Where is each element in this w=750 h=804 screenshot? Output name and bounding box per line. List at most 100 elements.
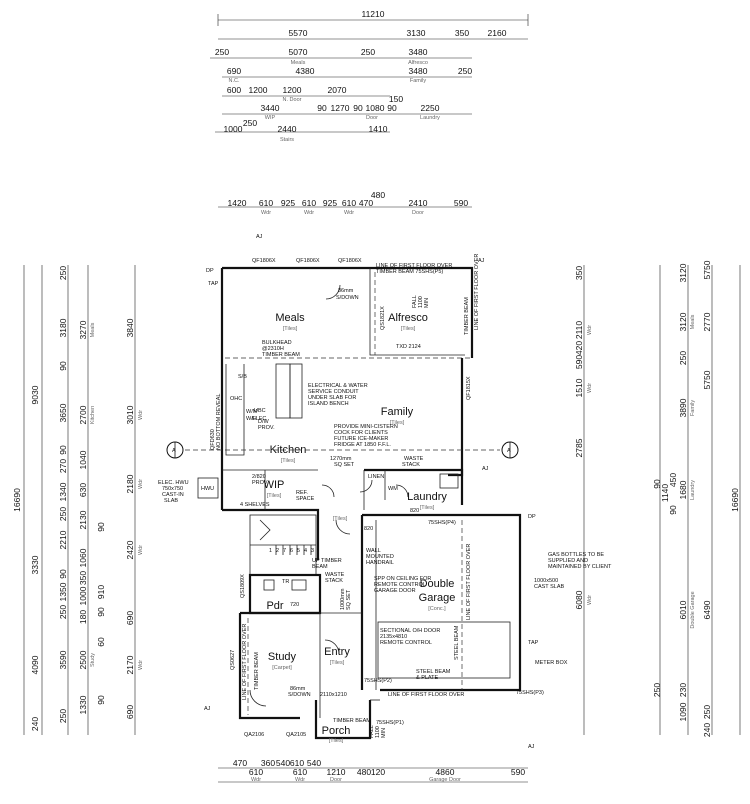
dim-top-r1-3: 2160 [488, 28, 507, 38]
svg-text:QA2105: QA2105 [286, 732, 306, 738]
svg-text:QS1809X: QS1809X [240, 574, 246, 598]
svg-text:910: 910 [96, 585, 106, 599]
left-dimensions: 16690 9030 250 3180 90 3650 90 270 1340 … [12, 265, 144, 735]
svg-text:350: 350 [78, 571, 88, 585]
room-porch: Porch [322, 725, 351, 737]
svg-text:6490: 6490 [702, 600, 712, 619]
svg-text:Wdr: Wdr [261, 210, 271, 216]
svg-text:1270mm: 1270mm [330, 456, 352, 462]
svg-text:2110: 2110 [574, 321, 584, 340]
svg-text:AJ: AJ [482, 466, 489, 472]
svg-text:690: 690 [125, 611, 135, 625]
svg-text:TXD 2124: TXD 2124 [396, 344, 421, 350]
svg-text:SUPPLIED AND: SUPPLIED AND [548, 558, 588, 564]
svg-text:Laundry: Laundry [420, 115, 440, 121]
svg-text:1000: 1000 [224, 124, 243, 134]
svg-text:90: 90 [96, 522, 106, 532]
svg-text:Wdr: Wdr [304, 210, 314, 216]
svg-text:90: 90 [96, 695, 106, 705]
room-study: Study [268, 651, 297, 663]
svg-text:STEEL BEAM: STEEL BEAM [454, 625, 460, 660]
svg-text:REMOTE CONTROL: REMOTE CONTROL [380, 640, 432, 646]
svg-text:ELEC. HWU: ELEC. HWU [158, 480, 189, 486]
svg-text:3: 3 [311, 548, 314, 554]
svg-text:WIP: WIP [265, 115, 276, 121]
svg-text:FALL: FALL [369, 725, 375, 738]
walls [197, 266, 522, 740]
svg-text:1100: 1100 [375, 726, 381, 738]
svg-text:120: 120 [371, 767, 385, 777]
svg-text:QA2106: QA2106 [244, 732, 264, 738]
svg-text:16690: 16690 [730, 488, 740, 512]
svg-text:470: 470 [359, 198, 373, 208]
room-labels: Meals [Tiles] Alfresco [Tiles] Family [T… [264, 312, 456, 744]
svg-text:1080: 1080 [366, 103, 385, 113]
svg-text:1350: 1350 [58, 582, 68, 601]
svg-text:90: 90 [317, 103, 327, 113]
dim-top-r4-0: 600 [227, 85, 241, 95]
svg-text:2440: 2440 [278, 124, 297, 134]
dim-window-total: 480 [371, 190, 385, 200]
dim-top-r3-1: 4380 [296, 66, 315, 76]
svg-text:250: 250 [678, 351, 688, 365]
svg-text:1: 1 [269, 548, 272, 554]
svg-text:240: 240 [30, 717, 40, 731]
svg-text:3890: 3890 [678, 398, 688, 417]
svg-text:610: 610 [293, 767, 307, 777]
svg-text:480: 480 [357, 767, 371, 777]
svg-text:NO BOTTOM REVEAL: NO BOTTOM REVEAL [216, 394, 222, 450]
svg-text:GAS BOTTLES TO BE: GAS BOTTLES TO BE [548, 552, 604, 558]
svg-text:1000mm: 1000mm [340, 588, 346, 610]
svg-text:3010: 3010 [125, 405, 135, 424]
svg-text:Garage Door: Garage Door [429, 777, 461, 783]
svg-text:WASTE: WASTE [325, 572, 345, 578]
svg-text:90: 90 [58, 361, 68, 371]
svg-text:& PLATE: & PLATE [416, 675, 439, 681]
svg-text:590: 590 [574, 355, 584, 369]
svg-text:A: A [172, 448, 176, 454]
svg-text:STACK: STACK [402, 462, 420, 468]
svg-text:QFD630: QFD630 [210, 429, 216, 450]
svg-text:UBC: UBC [254, 408, 266, 414]
svg-text:1140: 1140 [660, 484, 670, 503]
svg-text:Wdr: Wdr [138, 545, 144, 555]
dim-top-r3-2: 3480 [409, 66, 428, 76]
svg-text:90: 90 [96, 607, 106, 617]
svg-text:250: 250 [58, 605, 68, 619]
svg-text:AJ: AJ [478, 258, 485, 264]
svg-text:REMOTE CONTROL: REMOTE CONTROL [374, 582, 426, 588]
svg-text:3440: 3440 [261, 103, 280, 113]
dim-top-r2-3: 3480 [409, 47, 428, 57]
svg-text:PROV.: PROV. [252, 480, 269, 486]
svg-text:TIMBER BEAM: TIMBER BEAM [333, 718, 371, 724]
svg-text:250: 250 [702, 705, 712, 719]
svg-text:Wdr: Wdr [344, 210, 354, 216]
svg-text:S/B: S/B [238, 374, 247, 380]
svg-text:1340: 1340 [58, 482, 68, 501]
svg-text:QF1806X: QF1806X [296, 258, 320, 264]
svg-text:[Tiles]: [Tiles] [390, 420, 405, 426]
svg-text:MIN: MIN [381, 728, 387, 738]
svg-text:90: 90 [668, 505, 678, 515]
svg-text:Wdr: Wdr [251, 777, 261, 783]
svg-text:610: 610 [290, 758, 304, 768]
svg-text:610: 610 [259, 198, 273, 208]
room-laundry: Laundry [407, 491, 447, 503]
svg-text:350: 350 [574, 266, 584, 280]
svg-text:Family: Family [690, 400, 696, 416]
svg-text:4 SHELVES: 4 SHELVES [240, 502, 270, 508]
svg-text:@2310H: @2310H [262, 346, 284, 352]
dim-overall-width: 11210 [361, 9, 384, 19]
right-dimensions: 350 2110 420 590 1510 2785 6080 Wdr Wdr … [574, 260, 741, 737]
dim-top-r2-1: 5070 [289, 47, 308, 57]
svg-text:HWU: HWU [201, 486, 214, 492]
svg-text:PROVIDE MINI-CISTERN: PROVIDE MINI-CISTERN [334, 424, 398, 430]
svg-text:QF1806X: QF1806X [252, 258, 276, 264]
svg-text:820: 820 [364, 526, 373, 532]
svg-text:2770: 2770 [702, 312, 712, 331]
svg-text:75SHS(P1): 75SHS(P1) [376, 720, 404, 726]
svg-text:Door: Door [412, 210, 424, 216]
top-dimensions: 11210 5570 3130 350 2160 250 5070 250 34… [210, 9, 529, 216]
svg-text:MOUNTED: MOUNTED [366, 554, 394, 560]
svg-text:2/820: 2/820 [252, 474, 266, 480]
